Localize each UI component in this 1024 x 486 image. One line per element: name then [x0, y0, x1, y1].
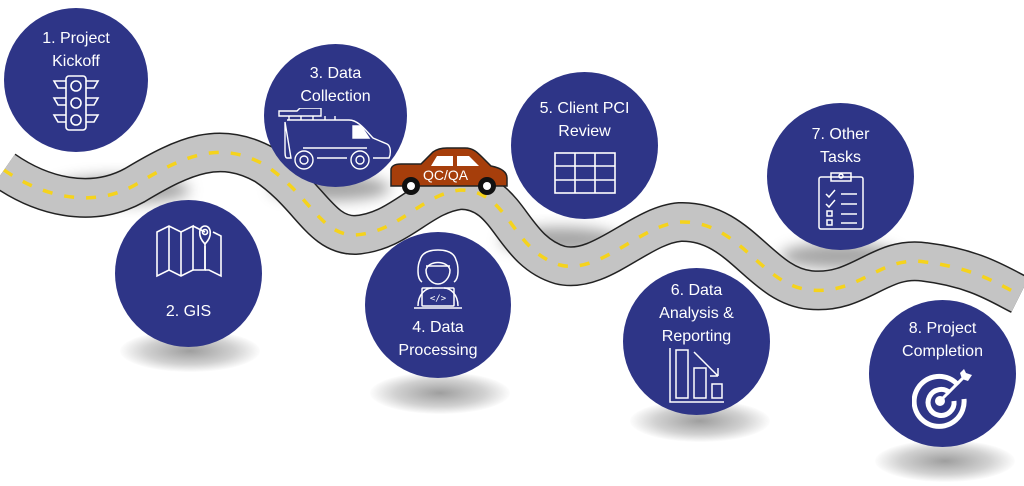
step-label: 8. Project Completion [902, 319, 983, 360]
step-4-data-processing: </> 4. Data Processing [365, 232, 511, 378]
table-grid-icon [553, 151, 616, 194]
qc-qa-car: QC/QA [387, 146, 511, 196]
step-6-data-analysis-reporting: 6. Data Analysis & Reporting [623, 268, 770, 415]
step-label: 7. Other Tasks [811, 125, 870, 166]
map-pin-icon [155, 224, 222, 278]
svg-text:</>: </> [430, 294, 447, 304]
developer-laptop-icon: </> [414, 249, 462, 309]
step-label: 6. Data Analysis & Reporting [659, 282, 734, 345]
step-3-data-collection: 3. Data Collection [264, 44, 407, 187]
step-label: 4. Data Processing [398, 319, 478, 359]
lane-marking [3, 150, 1021, 297]
van-icon [277, 107, 391, 170]
step-label: 5. Client PCI Review [539, 99, 630, 140]
step-5-client-pci-review: 5. Client PCI Review [511, 72, 658, 219]
step-label: 1. Project Kickoff [42, 30, 110, 70]
car-label: QC/QA [423, 167, 469, 183]
step-2-gis: 2. GIS [115, 200, 262, 347]
car-icon [390, 147, 508, 195]
step-label: 3. Data Collection [300, 64, 371, 105]
step-7-other-tasks: 7. Other Tasks [767, 103, 914, 250]
step-8-project-completion: 8. Project Completion [869, 300, 1016, 447]
shadow-step-4 [370, 372, 510, 414]
shadow-step-8 [875, 440, 1015, 482]
traffic-light-icon [52, 75, 100, 131]
step-1-project-kickoff: 1. Project Kickoff [4, 8, 148, 152]
target-arrow-icon [911, 368, 972, 429]
step-label: 2. GIS [165, 303, 212, 320]
declining-bar-chart-icon [668, 348, 724, 403]
checklist-clipboard-icon [817, 171, 864, 230]
